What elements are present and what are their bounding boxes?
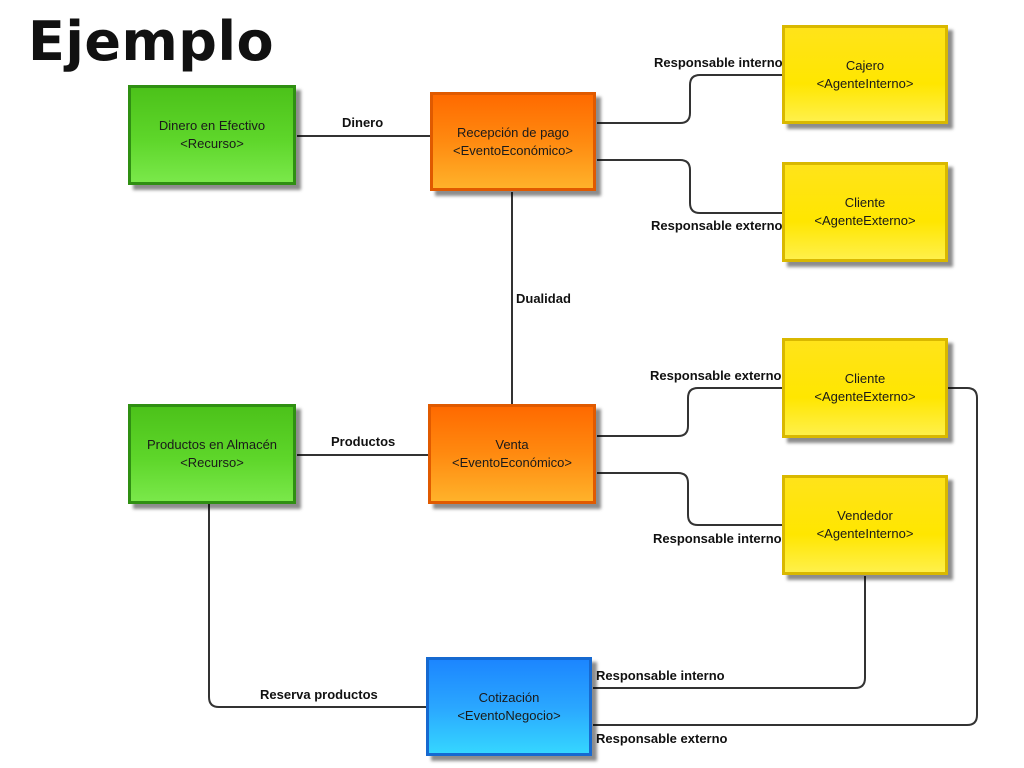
box-name: Recepción de pago xyxy=(456,124,570,140)
business-event-box-cotizacion[interactable]: Cotización <EventoNegocio> xyxy=(426,657,592,756)
box-name: Cliente xyxy=(844,195,886,210)
resource-box-dinero-en-efectivo[interactable]: Dinero en Efectivo <Recurso> xyxy=(128,85,296,185)
box-name: Dinero en Efectivo xyxy=(158,118,266,133)
economic-event-box-venta[interactable]: Venta <EventoEconómico> xyxy=(428,404,596,504)
box-name: Cotización xyxy=(478,689,540,705)
agent-box-cliente-venta[interactable]: Cliente <AgenteExterno> xyxy=(782,338,948,438)
page-title: Ejemplo xyxy=(28,10,275,73)
connector-cotizacion-vendedor xyxy=(593,576,866,689)
box-type: <EventoEconómico> xyxy=(453,142,573,158)
resource-box-productos-en-almacen[interactable]: Productos en Almacén <Recurso> xyxy=(128,404,296,504)
relation-label-responsable-externo-cliente-venta: Responsable externo xyxy=(650,368,782,383)
connector-productos-cotizacion xyxy=(208,504,427,708)
agent-box-vendedor[interactable]: Vendedor <AgenteInterno> xyxy=(782,475,948,575)
box-name: Vendedor xyxy=(837,508,893,523)
relation-label-dinero: Dinero xyxy=(342,115,384,130)
relation-label-reserva-productos: Reserva productos xyxy=(260,687,378,702)
relation-label-productos: Productos xyxy=(331,434,396,449)
box-type: <AgenteExterno> xyxy=(814,389,916,404)
relation-label-responsable-externo-cliente: Responsable externo xyxy=(651,218,783,233)
box-name: Cliente xyxy=(844,371,886,386)
relation-label-responsable-interno-cajero: Responsable interno xyxy=(654,55,783,70)
box-type: <AgenteInterno> xyxy=(816,526,914,541)
box-type: <EventoNegocio> xyxy=(457,707,561,723)
agent-box-cajero[interactable]: Cajero <AgenteInterno> xyxy=(782,25,948,124)
box-name: Cajero xyxy=(845,57,885,73)
connector-recepcion-cliente xyxy=(597,159,783,214)
box-name: Productos en Almacén xyxy=(146,437,278,452)
connector-venta-vendedor xyxy=(597,472,783,526)
connector-venta-cliente xyxy=(597,387,783,437)
connector-recepcion-cajero xyxy=(597,74,783,124)
relation-label-dualidad: Dualidad xyxy=(516,291,571,306)
relation-label-responsable-externo-cotizacion: Responsable externo xyxy=(596,731,728,746)
relation-label-responsable-interno-vendedor: Responsable interno xyxy=(653,531,782,546)
box-type: <AgenteExterno> xyxy=(814,213,916,228)
box-type: <EventoEconómico> xyxy=(452,455,572,470)
box-name: Venta xyxy=(495,437,529,452)
agent-box-cliente-pago[interactable]: Cliente <AgenteExterno> xyxy=(782,162,948,262)
connector-cotizacion-cliente xyxy=(593,387,978,726)
box-type: <Recurso> xyxy=(180,455,244,470)
relation-label-responsable-interno-cotizacion: Responsable interno xyxy=(596,668,725,683)
box-type: <Recurso> xyxy=(180,136,244,151)
economic-event-box-recepcion-de-pago[interactable]: Recepción de pago <EventoEconómico> xyxy=(430,92,596,191)
box-type: <AgenteInterno> xyxy=(816,75,914,91)
